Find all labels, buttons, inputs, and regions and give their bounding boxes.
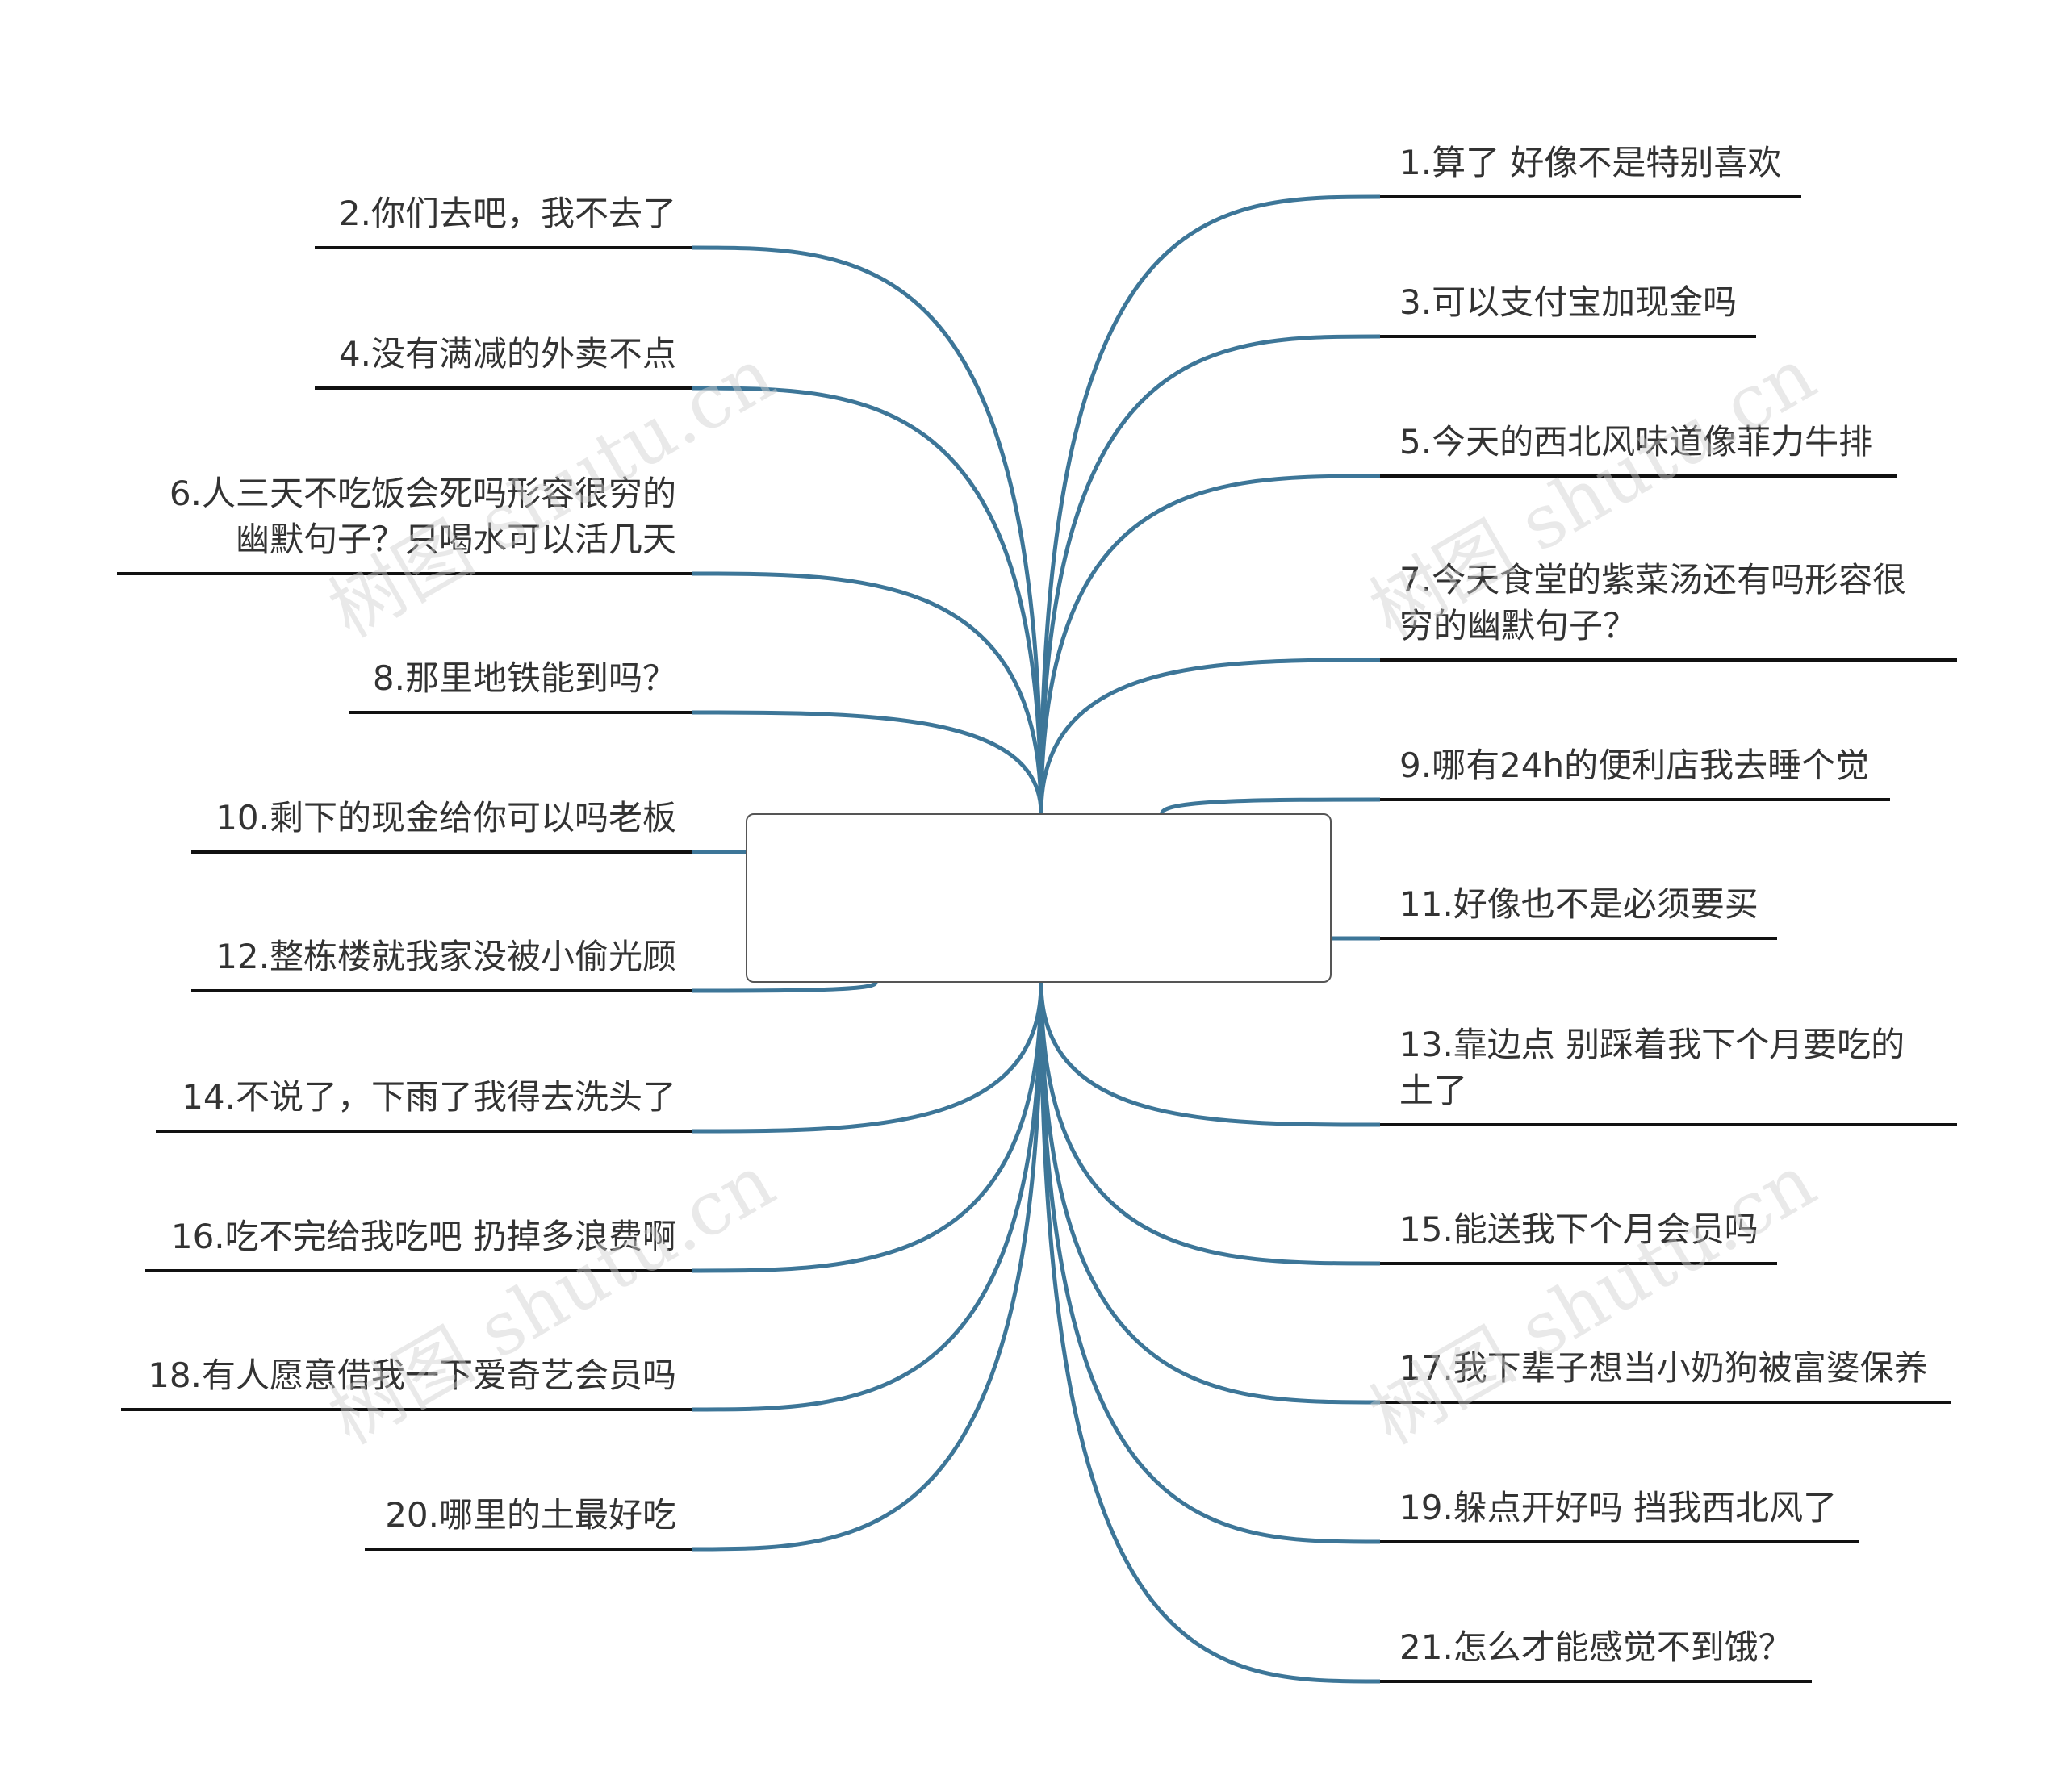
branch-connector-2 (692, 245, 1043, 814)
branch-connector-8 (692, 710, 1043, 814)
branch-connector-14 (692, 982, 1043, 1134)
branch-connector-19 (1039, 982, 1381, 1544)
branch-connector-4 (692, 386, 1043, 814)
branch-connector-13 (1039, 982, 1381, 1127)
branch-connector-7 (1039, 658, 1381, 814)
branch-label-18[interactable]: 18.有人愿意借我一下爱奇艺会员吗 (148, 1355, 676, 1395)
branch-connector-12 (692, 981, 878, 993)
branch-connector-5 (1039, 474, 1381, 814)
branch-label-5[interactable]: 5.今天的西北风味道像菲力牛排 (1399, 422, 1873, 462)
branch-connector-9 (1160, 797, 1381, 815)
branch-label-11[interactable]: 11.好像也不是必须要买 (1399, 884, 1759, 924)
branch-label-21[interactable]: 21.怎么才能感觉不到饿？ (1399, 1627, 1792, 1667)
branch-connector-21 (1039, 982, 1381, 1684)
branch-label-10[interactable]: 10.剩下的现金给你可以吗老板 (215, 798, 676, 838)
branch-label-17[interactable]: 17.我下辈子想当小奶狗被富婆保养 (1399, 1348, 1928, 1388)
branch-label-3[interactable]: 3.可以支付宝加现金吗 (1399, 282, 1738, 322)
central-topic-box[interactable] (746, 813, 1332, 983)
branch-label-19[interactable]: 19.躲点开好吗 挡我西北风了 (1399, 1488, 1838, 1527)
branch-label-12[interactable]: 12.整栋楼就我家没被小偷光顾 (215, 937, 676, 976)
branch-connector-1 (1039, 194, 1381, 814)
branch-label-4[interactable]: 4.没有满减的外卖不点 (338, 334, 676, 374)
branch-connector-15 (1039, 982, 1381, 1266)
branch-label-7[interactable]: 7.今天食堂的紫菜汤还有吗形容很 穷的幽默句子？ (1399, 560, 1907, 645)
branch-label-9[interactable]: 9.哪有24h的便利店我去睡个觉 (1399, 746, 1870, 785)
branch-connector-18 (692, 982, 1043, 1412)
branch-connector-6 (692, 571, 1043, 814)
branch-connector-3 (1039, 334, 1381, 814)
branch-label-14[interactable]: 14.不说了，下雨了我得去洗头了 (182, 1077, 676, 1117)
branch-label-15[interactable]: 15.能送我下个月会员吗 (1399, 1209, 1759, 1249)
branch-connector-17 (1039, 982, 1381, 1405)
branch-label-16[interactable]: 16.吃不完给我吃吧 扔掉多浪费啊 (170, 1217, 676, 1256)
branch-connector-20 (692, 982, 1043, 1552)
branch-label-8[interactable]: 8.那里地铁能到吗？ (372, 658, 676, 698)
branch-label-6[interactable]: 6.人三天不吃饭会死吗形容很穷的 幽默句子？只喝水可以活几天 (169, 474, 676, 559)
branch-label-2[interactable]: 2.你们去吧，我不去了 (338, 194, 676, 233)
branch-connector-16 (692, 982, 1043, 1273)
branch-label-13[interactable]: 13.靠边点 别踩着我下个月要吃的 土了 (1399, 1025, 1905, 1110)
branch-label-20[interactable]: 20.哪里的土最好吃 (385, 1495, 676, 1535)
branch-label-1[interactable]: 1.算了 好像不是特别喜欢 (1399, 143, 1782, 182)
